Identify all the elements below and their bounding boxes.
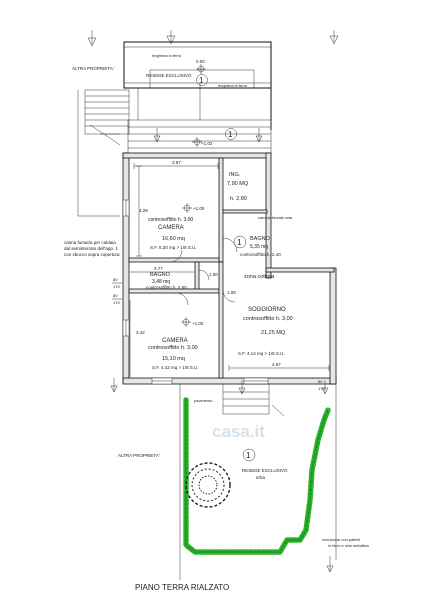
canna-fumaria-line2: dal seminterrato dell'app. 1 (64, 246, 118, 251)
dim-80-c: 80 (318, 379, 323, 384)
entry-arrows (153, 128, 263, 143)
level-marker-top: 0.00 (196, 59, 206, 74)
dim-4-29: 4.29 (139, 208, 148, 213)
left-staircase (77, 89, 130, 217)
dim-3-42: 3.42 (136, 330, 145, 335)
level-marker-entry: +1.02 (192, 137, 213, 147)
dim-170-b: 170 (113, 300, 120, 305)
marker-1-top-label: 1 (199, 76, 204, 85)
marker-1-entry-label: 1 (228, 130, 233, 139)
recinzione-line1: recinzione con paletti (322, 537, 360, 542)
bagno2-ceiling: controsoffitto h. 2,60 (146, 285, 187, 290)
top-arrow-markers (87, 30, 339, 47)
bagno1-name: BAGNO (250, 236, 271, 242)
soggiorno-ceiling: controsoffitto h. 3,00 (243, 316, 293, 322)
building-walls (122, 152, 337, 385)
erba-label: erba (256, 475, 266, 480)
camera1-area: 16,60 mq (162, 236, 185, 242)
soggiorno-area: 21,25 MQ. (261, 330, 287, 336)
camera2-sf: S.F. 4,42 mq > 1/8 S.U. (152, 365, 199, 370)
section-marker-1-garden: 1 (242, 448, 256, 462)
garden-boundary (179, 384, 337, 580)
tree (185, 462, 231, 508)
pavimento-label: pavimento (194, 398, 213, 403)
section-marker-1-ingresso: 1 (233, 235, 247, 249)
watermark: casa.it (212, 422, 265, 441)
bottom-right-arrow (326, 556, 334, 573)
camera2-area: 15,10 mq (162, 356, 185, 362)
dim-170-c: 170 (318, 386, 325, 391)
ingresso-height: h. 2,80 (230, 196, 247, 202)
front-arrows (110, 378, 329, 417)
side-dims: 80 170 80 170 80 170 (112, 277, 325, 391)
cambio-forzato-label: cambio forzato aria (258, 215, 293, 220)
bagno2-area: 3,48 mq (152, 279, 170, 285)
camera1-ceiling: controsoffitto h. 3,00 (148, 217, 193, 223)
camera1-name: CAMERA (158, 225, 184, 231)
camera2-name: CAMERA (162, 338, 188, 344)
canna-fumaria-line1: canna fumaria per caldaia (64, 240, 116, 245)
bagno1-area: 5,35 mq (250, 244, 268, 250)
marker-1-ingresso-label: 1 (237, 238, 242, 247)
dimension-lines (129, 163, 330, 377)
dim-170-a: 170 (113, 284, 120, 289)
camera1-sf: S.F. 5,30 mq > 1/8 S.U. (150, 245, 197, 250)
hedge (183, 397, 331, 555)
dim-80-b: 80 (113, 293, 118, 298)
bagno2-name: BAGNO (150, 272, 171, 278)
ingresso-area: 7,90 MQ (227, 181, 249, 187)
level-camera2-label: +1.00 (192, 321, 204, 326)
level-entry-label: +1.02 (201, 141, 213, 146)
ringhiera-top-label: ringhiera in ferro (152, 53, 182, 58)
camera2-ceiling: controsoffitto h. 3,00 (148, 345, 198, 351)
canna-fumaria-line3: con sbocco sopra copertura (64, 252, 120, 257)
dim-80-a: 80 (113, 277, 118, 282)
dim-4-67: 4.67 (272, 362, 281, 367)
altra-proprieta-bottom-label: ALTRA PROPRIETA' (118, 453, 160, 458)
bagno1-ceiling: controsoffitto h. 2,40 (240, 252, 281, 257)
level-top-label: 0.00 (196, 59, 205, 64)
dim-1-00-a: 1.00 (209, 272, 218, 277)
resede-bottom-label: RESEDE ESCLUSIVO (242, 468, 288, 473)
section-marker-1-entry: 1 (225, 128, 237, 140)
level-camera1-label: +1.00 (193, 206, 205, 211)
doors (169, 237, 238, 306)
soggiorno-sf: S.F. 4,14 mq > 1/8 S.U. (238, 351, 285, 356)
level-marker-camera2: +1.00 (181, 317, 204, 327)
entrance-steps (127, 119, 272, 155)
dim-1-00-b: 1.00 (227, 290, 236, 295)
resede-top-label: RESEDE ESCLUSIVO (146, 73, 192, 78)
plan-title: PIANO TERRA RIALZATO (135, 583, 229, 592)
dim-3-67: 3.67 (172, 160, 181, 165)
level-marker-camera1: +1.00 (182, 203, 205, 213)
altra-proprieta-top-label: ALTRA PROPRIETA' (72, 66, 114, 71)
marker-1-garden-label: 1 (246, 451, 251, 460)
dim-2-77: 2.77 (154, 266, 163, 271)
ingresso-name: ING. (229, 172, 241, 178)
upper-resede (123, 41, 272, 130)
soggiorno-name: SOGGIORNO (248, 307, 286, 313)
zona-cottura-label: zona cottura (244, 274, 275, 280)
recinzione-line2: in ferro e rete metallica (328, 543, 369, 548)
section-marker-1-top: 1 (196, 74, 208, 86)
ringhiera-right-label: ringhiera in ferro (218, 83, 248, 88)
